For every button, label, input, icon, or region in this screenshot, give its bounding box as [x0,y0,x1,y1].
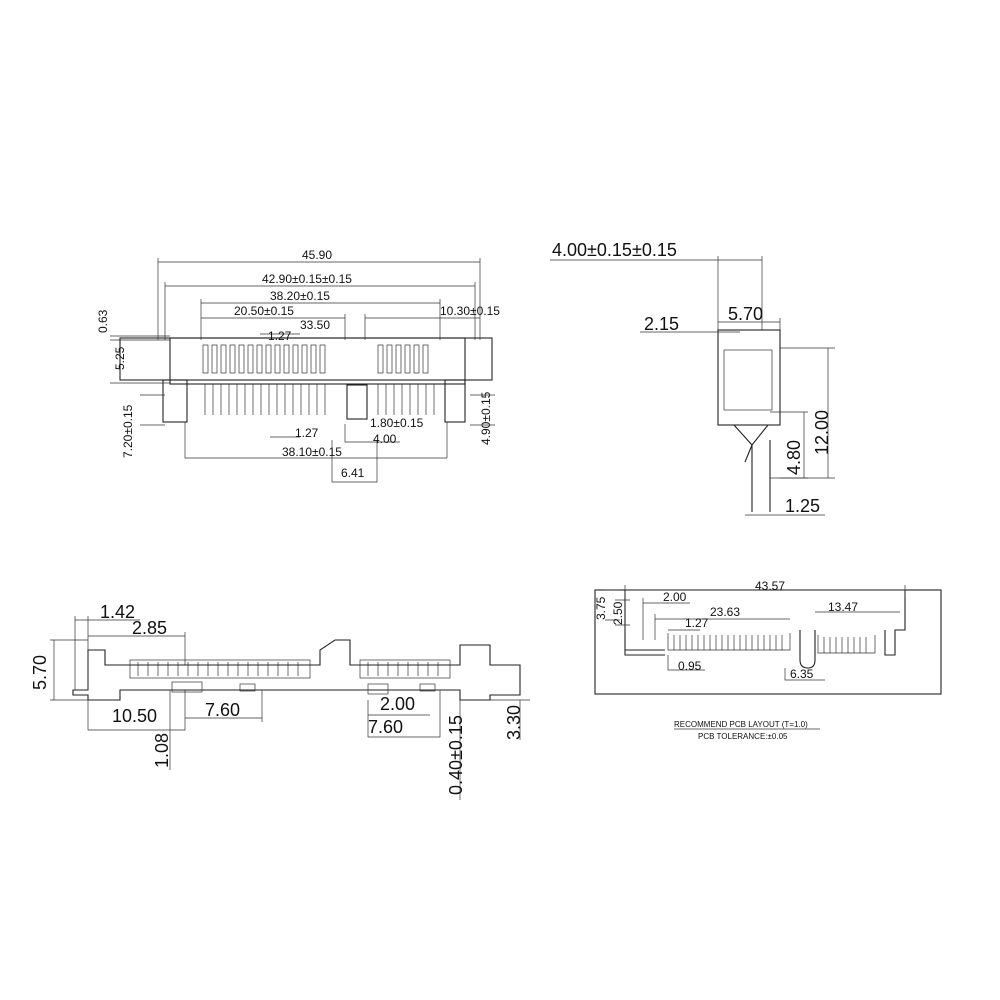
front-left-leg [162,379,188,423]
dim-side-body: 5.70 [728,304,763,324]
side-dimension-lines [550,256,835,516]
dim-bottom-right: 3.30 [504,705,524,740]
dim-right-leg: 4.90±0.15 [479,391,493,445]
dim-side-height: 12.00 [812,410,832,455]
bottom-signal-row [129,659,311,679]
dim-bottom-lower: 1.08 [152,733,172,768]
dim-pcb-power: 13.47 [828,600,858,614]
bottom-peg-right-1 [367,683,389,695]
dim-pcb-signal: 23.63 [710,605,740,619]
dim-pcb-slot: 6.35 [790,667,814,681]
dim-pitch-bottom: 1.27 [295,426,319,440]
dim-power-width: 10.30±0.15 [440,304,500,318]
front-housing-inner [169,337,466,385]
side-cavity [723,349,773,411]
bottom-contacts [137,662,439,676]
bottom-peg-right-2 [419,683,436,692]
front-power-contacts [377,344,429,374]
bottom-outline [72,639,521,701]
front-pins [204,384,435,415]
dim-bottom-peg-gap: 2.00 [380,694,415,714]
pcb-caption-tolerance: PCB TOLERANCE:±0.05 [698,732,788,741]
dim-pcb-pad: 0.95 [678,659,702,673]
dim-pcb-pitch: 1.27 [685,616,709,630]
dim-inner-width: 38.20±0.15 [270,289,330,303]
dim-pcb-h1: 3.75 [594,596,608,620]
dim-overall-width: 45.90 [302,248,332,262]
side-body [717,329,781,426]
dim-bottom-peg-left: 7.60 [205,700,240,720]
front-right-leg [444,379,466,423]
dim-bottom-peg-right: 7.60 [368,717,403,737]
front-dimension-lines [110,258,495,483]
dim-side-pin-width: 1.25 [785,496,820,516]
dim-bottom-left: 1.42 [100,602,135,622]
dim-top-offset: 0.63 [96,309,110,333]
pcb-caption-title: RECOMMEND PCB LAYOUT (T=1.0) [674,720,808,729]
bottom-dimension-lines [50,616,530,800]
dim-bottom-tol: 0.40±0.15 [446,715,466,795]
pcb-pads [667,633,876,654]
front-housing-body [119,337,493,381]
pcb-outline [624,590,906,669]
dim-key-gap: 4.00 [373,432,397,446]
dim-pitch-top: 1.27 [268,329,292,343]
bottom-power-row [359,659,451,679]
side-pin [733,424,771,512]
pcb-dimension-lines [605,585,906,681]
dim-pcb-total: 43.57 [755,579,785,593]
dim-side-top: 4.00±0.15±0.15 [552,240,677,260]
dim-side-pin: 4.80 [784,440,804,475]
pcb-frame [594,589,942,695]
dim-pcb-h2: 2.50 [611,601,625,625]
bottom-peg-left-1 [171,681,203,693]
front-view: 45.90 42.90±0.15±0.15 38.20±0.15 20.50±0… [96,248,500,483]
pcb-layout: 43.57 2.00 23.63 1.27 13.47 3.75 2.50 0.… [594,579,942,741]
dim-left-leg: 7.20±0.15 [121,404,135,458]
side-view: 4.00±0.15±0.15 5.70 2.15 12.00 4.80 1.25 [550,240,835,516]
dim-signal-width: 20.50±0.15 [234,304,294,318]
front-signal-contacts [202,344,326,374]
dim-key-width: 6.41 [341,466,365,480]
bottom-view: 1.42 2.85 5.70 10.50 7.60 2.00 7.60 1.08… [30,602,530,800]
dim-key: 1.80±0.15 [370,416,424,430]
dim-pcb-offset: 2.00 [663,590,687,604]
dim-pin-span: 38.10±0.15 [282,445,342,459]
dim-bottom-leg: 10.50 [112,706,157,726]
dim-bottom-tab: 2.85 [132,618,167,638]
dim-bottom-height: 5.70 [30,655,50,690]
dim-span: 33.50 [300,318,330,332]
dim-outer-width: 42.90±0.15±0.15 [262,272,352,286]
dim-side-wall: 2.15 [644,314,679,334]
dim-front-height: 5.25 [113,346,127,370]
front-key-post [346,384,368,420]
bottom-peg-left-2 [239,683,256,692]
